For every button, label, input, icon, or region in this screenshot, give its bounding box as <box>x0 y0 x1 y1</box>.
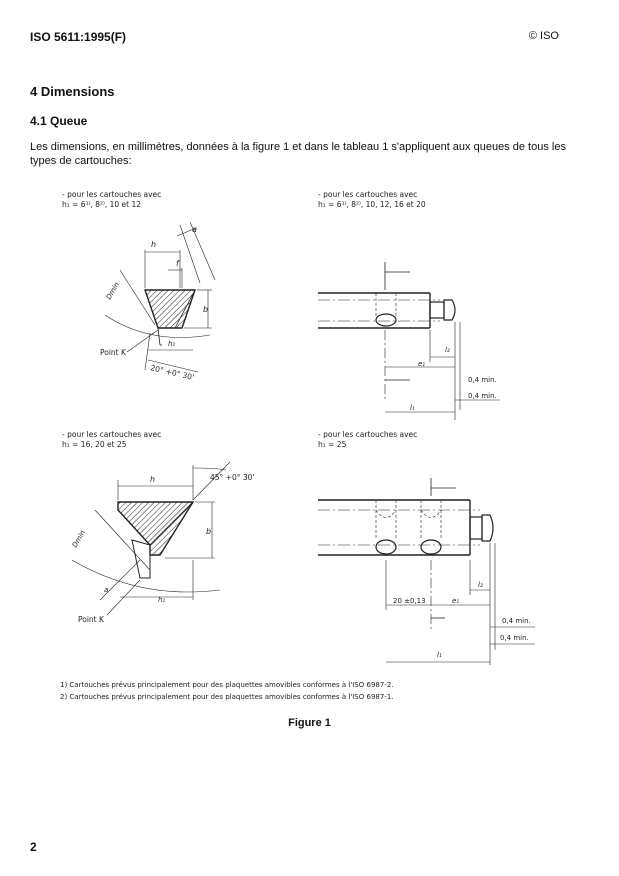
label-f-tl: f <box>176 259 180 268</box>
label-a-bl: a <box>104 586 108 594</box>
label-l1-tr: l₁ <box>410 404 415 412</box>
page-number: 2 <box>30 840 37 854</box>
section-title: 4 Dimensions <box>30 84 115 99</box>
label-min-2-tr: 0,4 min. <box>468 392 497 400</box>
figure-title: Figure 1 <box>288 717 331 729</box>
label-e1-br: e₁ <box>452 597 459 605</box>
label-h-tl: h <box>151 240 156 249</box>
label-angle-bl: 45° +0° 30' <box>210 473 254 482</box>
label-l2-br: l₂ <box>478 581 483 589</box>
label-h1-tl: h₁ <box>168 340 175 348</box>
subsection-title: 4.1 Queue <box>30 114 88 128</box>
label-dist-br: 20 ±0,13 <box>393 597 426 605</box>
label-min-1-br: 0,4 min. <box>502 617 531 625</box>
label-b-tl: b <box>203 305 208 314</box>
shank-section-tl <box>144 289 196 329</box>
label-b-bl: b <box>206 527 211 536</box>
label-h1-bl: h₁ <box>158 596 165 604</box>
drawing-top-left <box>104 221 216 373</box>
label-point-k-bl: Point K <box>78 615 105 624</box>
intro-paragraph: Les dimensions, en millimètres, données … <box>30 141 566 167</box>
label-e1-tr: e₁ <box>418 360 425 368</box>
footnote-1: 1) Cartouches prévus principalement pour… <box>60 681 394 689</box>
footnote-2: 2) Cartouches prévus principalement pour… <box>60 693 394 701</box>
drawing-top-right <box>318 262 500 420</box>
label-l1-br: l₁ <box>437 651 442 659</box>
standard-code: ISO 5611:1995(F) <box>30 30 127 44</box>
label-dmin-bl: Dmin <box>71 529 87 549</box>
label-min-2-br: 0,4 min. <box>500 634 529 642</box>
drawing-bottom-left <box>71 461 231 616</box>
label-min-1-tr: 0,4 min. <box>468 376 497 384</box>
label-a-tl: a <box>192 225 197 234</box>
label-l2-tr: l₂ <box>445 346 450 354</box>
label-h-bl: h <box>150 475 155 484</box>
drawing-bottom-right <box>318 478 535 665</box>
copyright: © ISO <box>528 30 559 42</box>
label-point-k-tl: Point K <box>100 348 127 357</box>
label-dmin-tl: Dmin <box>105 281 121 301</box>
